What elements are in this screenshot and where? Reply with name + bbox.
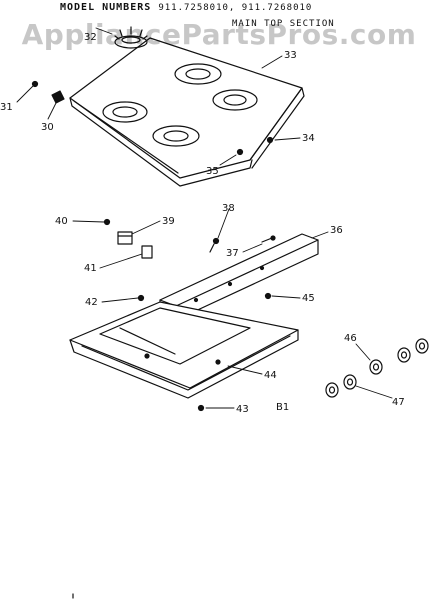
bracket-part-30 [51, 90, 65, 104]
bottom-pan-part-44 [69, 301, 299, 399]
callout-43: 43 [236, 404, 249, 415]
model-numbers: 911.7258010, 911.7268010 [158, 3, 313, 13]
section-heading: MAIN TOP SECTION [232, 19, 335, 29]
screw-part-37 [261, 235, 276, 243]
callout-37: 37 [226, 248, 239, 259]
callout-31: 31 [0, 102, 13, 113]
callout-39: 39 [162, 216, 175, 227]
callout-labels: 32 33 34 35 30 31 36 37 38 39 40 41 42 4… [0, 32, 405, 415]
cooktop-main-top [69, 37, 305, 187]
callout-41: 41 [84, 263, 97, 274]
burner-left-front [102, 101, 148, 123]
callout-36: 36 [330, 225, 343, 236]
clip-part-39 [117, 231, 133, 245]
model-label: MODEL NUMBERS [60, 2, 152, 13]
screw-part-45 [264, 292, 272, 300]
callout-44: 44 [264, 370, 277, 381]
callout-35: 35 [206, 166, 219, 177]
screw-part-40 [103, 218, 111, 226]
leader-lines [16, 27, 393, 409]
model-numbers-heading: MODEL NUMBERS 911.7258010, 911.7268010 [60, 2, 312, 13]
burner-part-32 [114, 26, 148, 49]
callout-30: 30 [41, 122, 54, 133]
knob-part-46 [369, 338, 429, 375]
burner-right-front [212, 89, 258, 111]
callout-38: 38 [222, 203, 235, 214]
callout-33: 33 [284, 50, 297, 61]
callout-40: 40 [55, 216, 68, 227]
screw-part-34 [266, 136, 274, 144]
screw-part-43 [197, 404, 205, 412]
callout-46: 46 [344, 333, 357, 344]
callout-47: 47 [392, 397, 405, 408]
callout-32: 32 [84, 32, 97, 43]
figure-label: B1 [276, 402, 289, 413]
screw-part-31 [31, 80, 39, 88]
burner-right-rear [174, 63, 222, 85]
callout-42: 42 [85, 297, 98, 308]
callout-45: 45 [302, 293, 315, 304]
screw-part-42 [137, 294, 145, 302]
burner-left-rear [152, 125, 200, 147]
knob-part-47 [325, 374, 357, 398]
screw-part-38 [209, 237, 220, 253]
clip-part-41 [141, 245, 153, 259]
screw-part-35 [236, 148, 244, 156]
section-label: MAIN TOP SECTION [232, 19, 335, 29]
callout-34: 34 [302, 133, 315, 144]
